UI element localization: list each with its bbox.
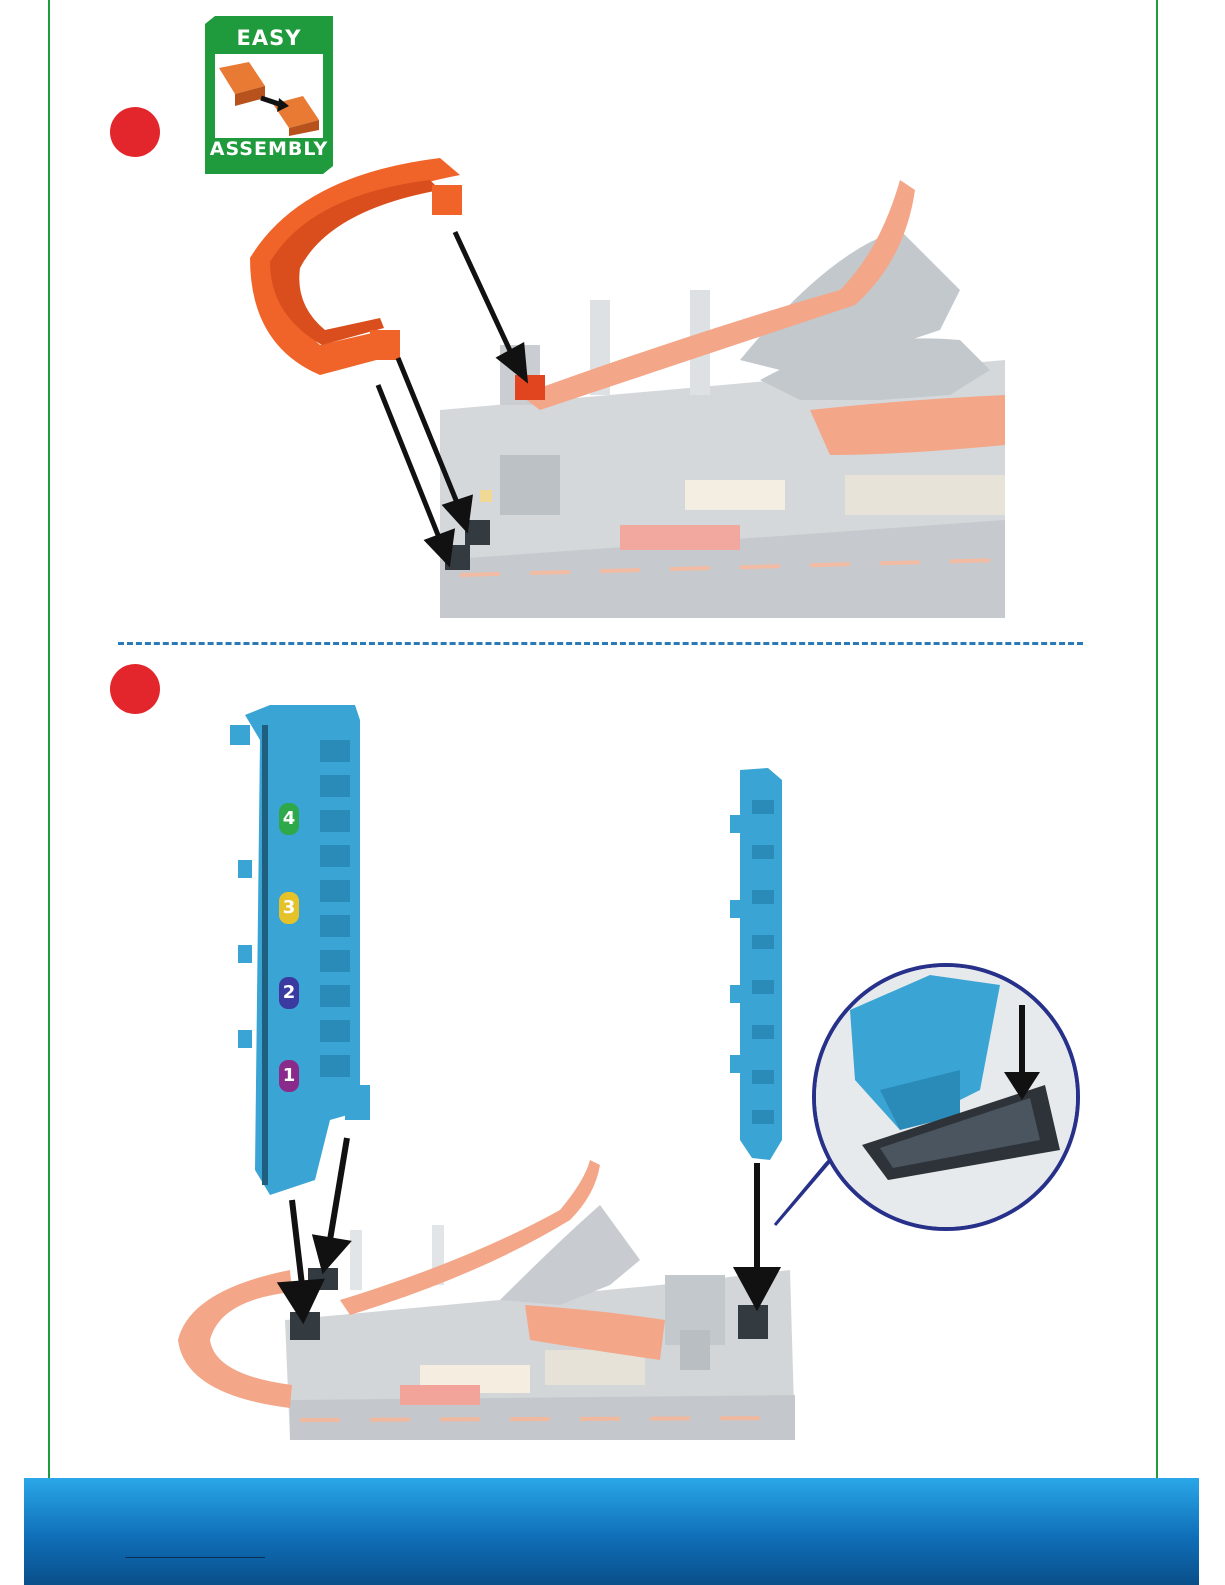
zoom-callout [775, 965, 1078, 1229]
launcher-tower [230, 705, 370, 1195]
level-2-label: 2 [277, 978, 301, 1008]
tower-slot-3 [738, 1305, 768, 1339]
level-1-label: 1 [277, 1061, 301, 1091]
level-4-label: 4 [277, 804, 301, 834]
footer-band [24, 1478, 1199, 1585]
support-tower [730, 768, 782, 1160]
level-3-label: 3 [277, 893, 301, 923]
footer-rule [125, 1557, 265, 1558]
